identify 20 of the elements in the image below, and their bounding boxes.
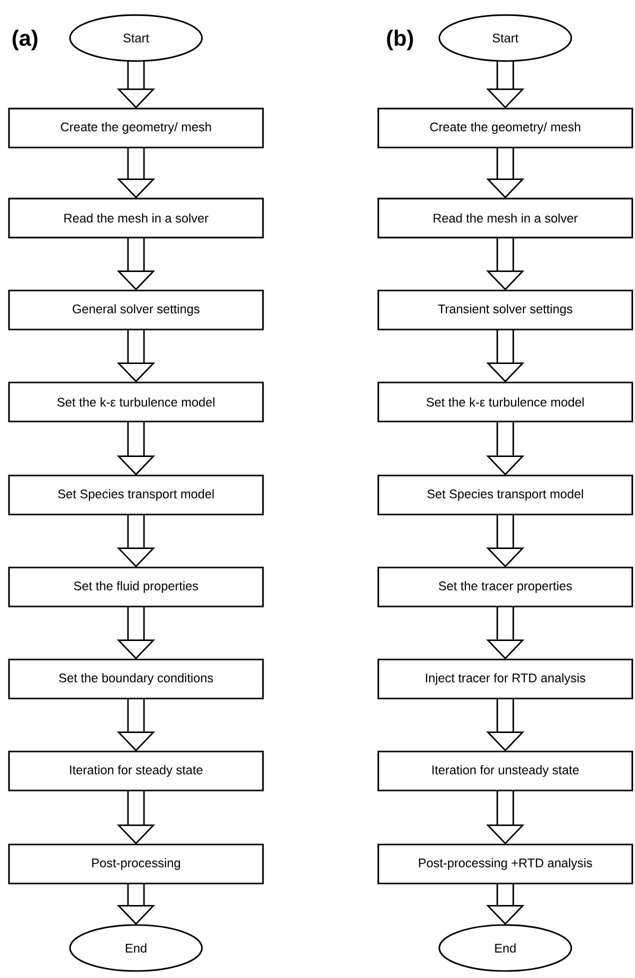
process-box: Transient solver settings [378, 290, 634, 330]
panel-label: (a) [12, 30, 38, 50]
process-box: Set Species transport model [378, 474, 634, 516]
process-box: Iteration for steady state [8, 750, 264, 792]
process-box: Set the fluid properties [8, 566, 264, 608]
process-box: General solver settings [8, 290, 264, 330]
process-box: Create the geometry/ mesh [8, 108, 264, 148]
process-box: Inject tracer for RTD analysis [378, 658, 634, 700]
process-box: Post-processing [8, 844, 264, 884]
process-box: Set the boundary conditions [8, 658, 264, 700]
process-box: Read the mesh in a solver [378, 198, 634, 238]
process-box: Set Species transport model [8, 474, 264, 516]
process-box: Set the k-ε turbulence model [8, 382, 264, 422]
panel-label: (b) [387, 30, 413, 50]
process-box: Set the tracer properties [378, 566, 634, 608]
process-box: Set the k-ε turbulence model [378, 382, 634, 422]
process-box: Create the geometry/ mesh [378, 108, 634, 148]
process-box: Read the mesh in a solver [8, 198, 264, 238]
process-box: Post-processing +RTD analysis [378, 844, 634, 884]
process-box: Iteration for unsteady state [378, 750, 634, 792]
